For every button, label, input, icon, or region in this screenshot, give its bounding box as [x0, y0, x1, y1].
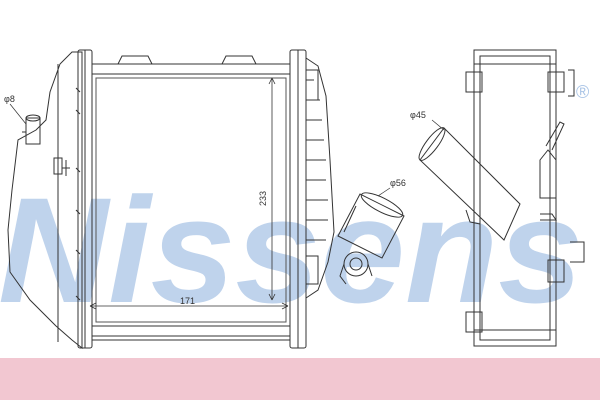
- label-leaders: [9, 103, 445, 197]
- right-tank-outlet-view: [305, 57, 405, 299]
- radiator-core-front-view: [77, 49, 307, 349]
- pipe-left-diameter-label: φ8: [4, 94, 15, 104]
- dimension-labels: φ8 233 171 φ56 φ45: [4, 94, 426, 306]
- outlet-diameter-label: φ56: [390, 178, 406, 188]
- footer-band: [0, 358, 600, 400]
- side-profile-view: [418, 49, 585, 347]
- registered-mark: ®: [576, 82, 589, 102]
- watermark-text: Nissens: [0, 166, 583, 334]
- height-label: 233: [258, 191, 268, 206]
- width-label: 171: [180, 296, 195, 306]
- brand-watermark: Nissens ®: [0, 82, 589, 334]
- side-pipe-diameter-label: φ45: [410, 110, 426, 120]
- dimension-lines: [89, 77, 289, 310]
